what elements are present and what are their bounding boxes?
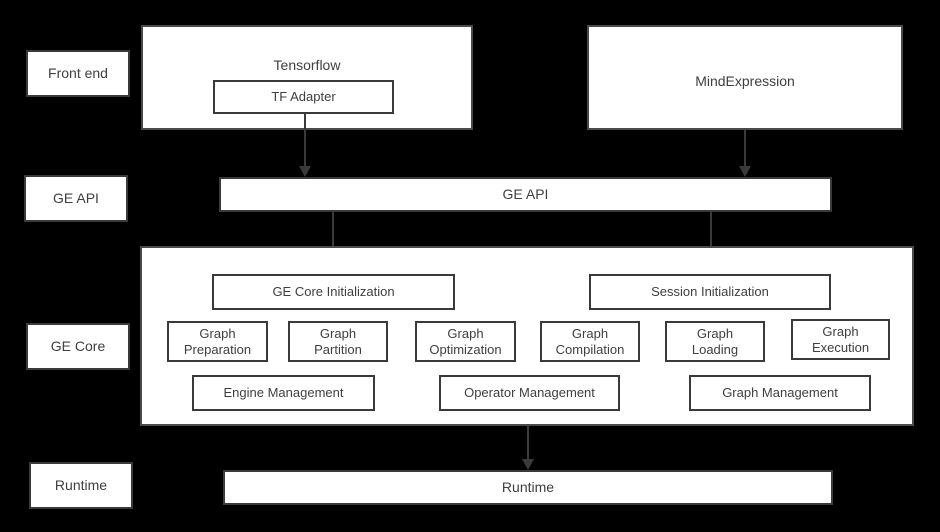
module-graph-execution-label: Graph Execution: [811, 323, 870, 355]
module-graph-preparation-label: Graph Preparation: [183, 325, 252, 357]
module-graph-loading: Graph Loading: [665, 321, 765, 362]
ge-core-initialization-box: GE Core Initialization: [212, 274, 455, 310]
module-graph-optimization-label: Graph Optimization: [429, 325, 502, 357]
ge-core-initialization-label: GE Core Initialization: [272, 284, 395, 300]
session-initialization-label: Session Initialization: [651, 284, 769, 300]
mindexpression-title: MindExpression: [695, 73, 795, 89]
ge-api-bar: GE API: [219, 177, 832, 212]
layer-label-front-end: Front end: [26, 50, 130, 97]
runtime-bar: Runtime: [223, 470, 833, 505]
module-graph-execution: Graph Execution: [791, 319, 890, 360]
tf-adapter-box: TF Adapter: [213, 80, 394, 114]
module-graph-loading-label: Graph Loading: [691, 325, 739, 357]
module-graph-partition: Graph Partition: [288, 321, 388, 362]
layer-label-front-end-text: Front end: [48, 65, 108, 82]
tensorflow-title: Tensorflow: [273, 57, 341, 73]
module-graph-preparation: Graph Preparation: [167, 321, 268, 362]
module-graph-compilation: Graph Compilation: [540, 321, 640, 362]
manager-engine-management: Engine Management: [192, 375, 375, 411]
ge-api-bar-label: GE API: [502, 186, 549, 203]
tensorflow-container: Tensorflow: [141, 25, 473, 130]
module-graph-compilation-label: Graph Compilation: [555, 325, 625, 357]
layer-label-ge-core: GE Core: [26, 323, 130, 370]
manager-graph-management: Graph Management: [689, 375, 871, 411]
tf-adapter-label: TF Adapter: [271, 89, 336, 105]
manager-graph-management-label: Graph Management: [722, 385, 838, 401]
manager-engine-management-label: Engine Management: [223, 385, 344, 401]
runtime-bar-label: Runtime: [501, 479, 555, 496]
layer-label-ge-core-text: GE Core: [50, 338, 106, 355]
layer-label-runtime-text: Runtime: [54, 477, 108, 494]
session-initialization-box: Session Initialization: [589, 274, 831, 310]
module-graph-partition-label: Graph Partition: [314, 325, 362, 357]
layer-label-ge-api-text: GE API: [53, 190, 99, 207]
manager-operator-management-label: Operator Management: [464, 385, 595, 401]
manager-operator-management: Operator Management: [439, 375, 620, 411]
module-graph-optimization: Graph Optimization: [415, 321, 516, 362]
mindexpression-container: MindExpression: [587, 25, 903, 130]
layer-label-runtime: Runtime: [29, 462, 133, 509]
layer-label-ge-api: GE API: [24, 175, 128, 222]
